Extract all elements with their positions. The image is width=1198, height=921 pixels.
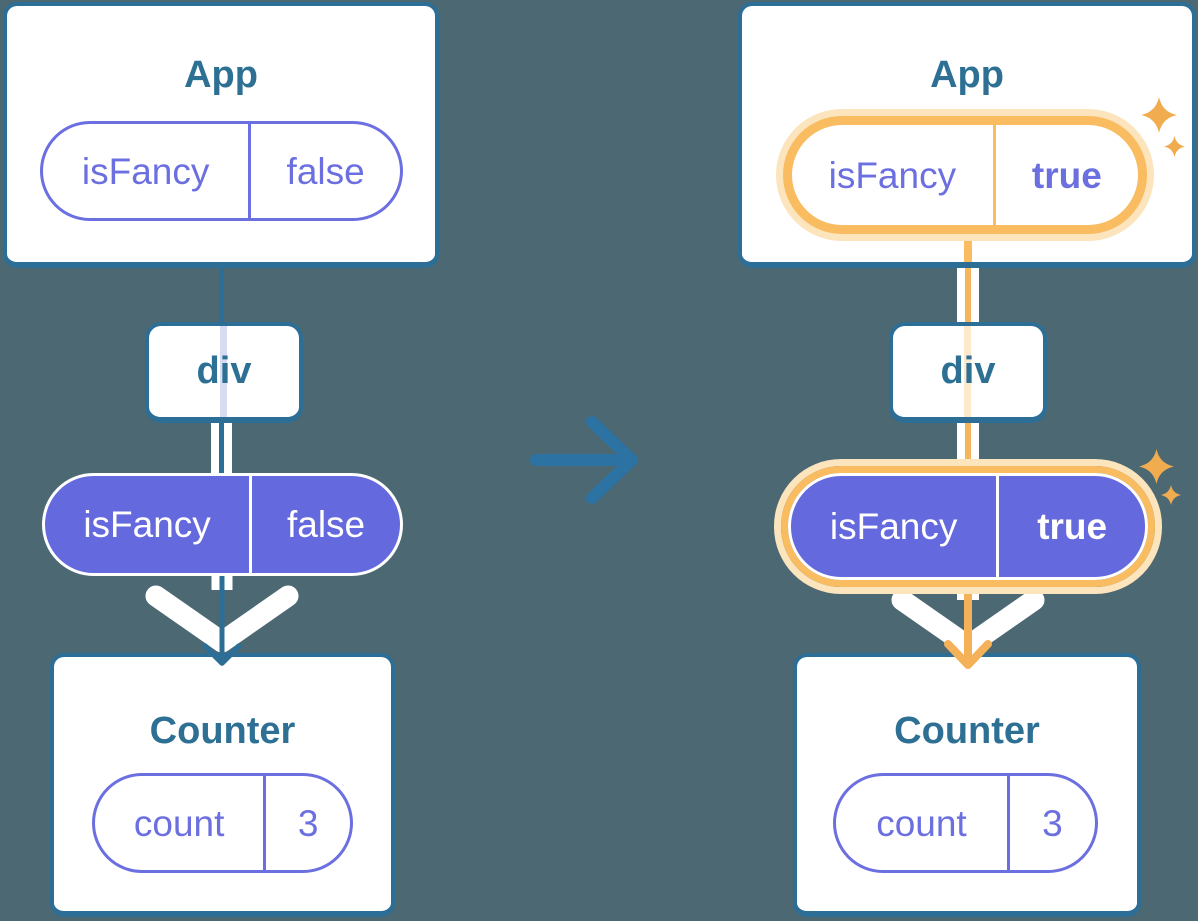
edge-app-to-div — [219, 266, 224, 322]
right-arrow-icon — [530, 416, 638, 504]
app-title: App — [184, 54, 258, 96]
prop-pipe — [957, 423, 979, 467]
counter-state-pill-after: count 3 — [833, 773, 1098, 873]
prop-pipe — [211, 423, 232, 473]
sparkle-icon — [1139, 449, 1174, 484]
prop-value: true — [1037, 506, 1108, 547]
prop-pill: isFancy true — [788, 473, 1148, 580]
div-label: div — [940, 350, 996, 392]
prop-track — [964, 326, 971, 417]
div-card-after: div — [889, 322, 1047, 423]
app-title: App — [930, 54, 1004, 96]
prop-line-orange — [964, 231, 972, 262]
prop-track — [220, 326, 227, 417]
app-state-pill-after-highlighted: isFancy true — [783, 116, 1147, 234]
prop-pill-after-highlighted: isFancy true — [781, 466, 1155, 587]
div-card-before: div — [145, 322, 303, 423]
state-name: count — [95, 776, 267, 870]
sparkle-icon — [1161, 485, 1181, 505]
sparkle-icon — [1164, 136, 1185, 157]
down-arrowhead-icon — [891, 588, 1045, 669]
app-state-pill-before: isFancy false — [40, 121, 403, 221]
state-value: true — [1031, 154, 1102, 196]
prop-name: isFancy — [791, 476, 1000, 577]
app-card-before: App isFancy false — [3, 2, 439, 268]
prop-value: false — [286, 504, 366, 545]
counter-state-pill-before: count 3 — [92, 773, 353, 873]
prop-pipe — [957, 268, 979, 322]
counter-card-after: Counter count 3 — [793, 653, 1141, 917]
state-value: false — [286, 150, 365, 192]
state-value: 3 — [1042, 802, 1063, 844]
sparkle-icon — [1141, 97, 1177, 133]
prop-pill-before: isFancy false — [42, 473, 403, 576]
state-name: count — [836, 776, 1010, 870]
down-arrowhead-icon — [145, 576, 299, 666]
state-name: isFancy — [792, 125, 996, 225]
div-label: div — [196, 350, 252, 392]
state-name: isFancy — [43, 124, 252, 218]
state-value: 3 — [297, 802, 319, 844]
counter-title: Counter — [894, 710, 1040, 752]
counter-title: Counter — [149, 710, 296, 752]
app-card-after: App isFancy true — [738, 2, 1196, 268]
prop-name: isFancy — [45, 476, 253, 573]
counter-card-before: Counter count 3 — [50, 653, 395, 917]
